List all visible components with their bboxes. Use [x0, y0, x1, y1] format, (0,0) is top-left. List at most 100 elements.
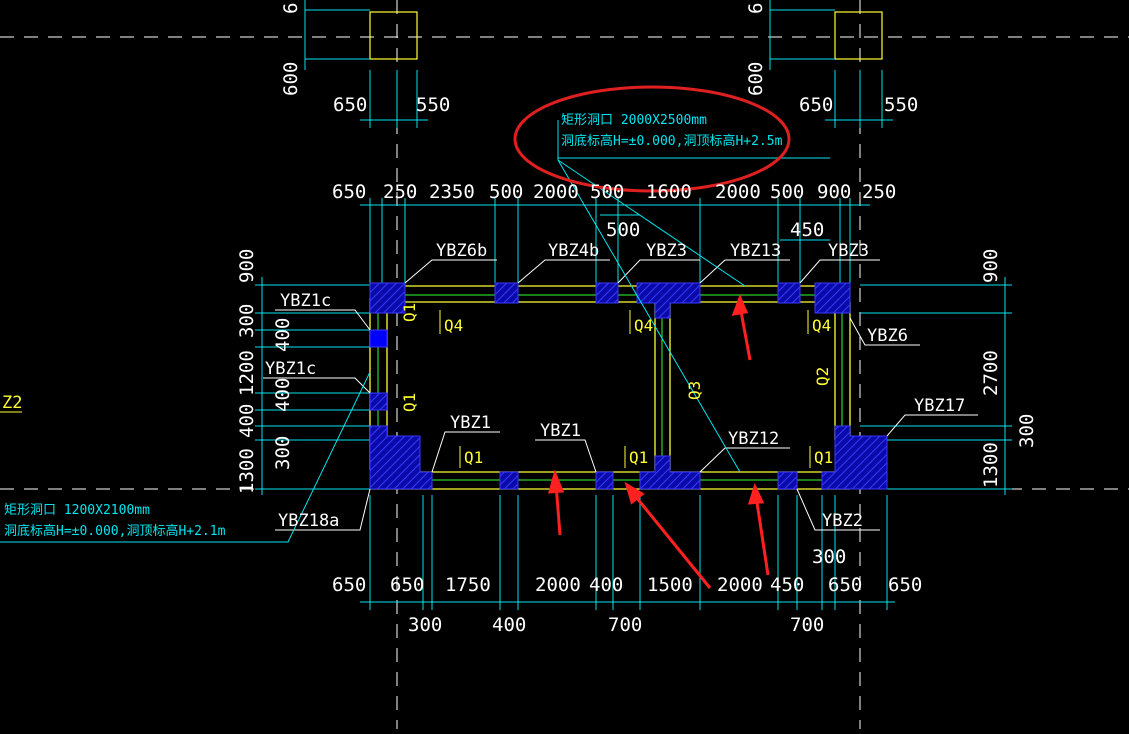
label-ybz13: YBZ13 — [730, 241, 781, 261]
top-dim-2000-a: 2000 — [533, 181, 579, 203]
bottom-dim-650-a: 650 — [332, 574, 366, 596]
annotation-leaders — [0, 120, 830, 543]
wall-label-q4-c: Q4 — [812, 316, 831, 335]
top-sub-dim-500: 500 — [606, 219, 640, 241]
column-ybz6b — [369, 282, 406, 314]
bottom-sub-dim-700-a: 700 — [608, 614, 642, 636]
top-dim-650: 650 — [332, 181, 366, 203]
bottom-dim-2000-b: 2000 — [717, 574, 763, 596]
wall-label-q4-b: Q4 — [634, 316, 653, 335]
top-fragment-left-550: 550 — [416, 94, 450, 116]
right-dim-2700: 2700 — [980, 350, 1002, 396]
left-dim-1300: 1300 — [236, 448, 258, 494]
column-ybz17 — [821, 425, 888, 490]
column-ybz1-b — [595, 471, 614, 490]
bottom-sub-dim-300: 300 — [408, 614, 442, 636]
top-fragment-dim-lines — [304, 0, 893, 128]
opening-top-line1: 矩形洞口 2000X2500mm — [561, 113, 707, 128]
right-dim-300: 300 — [1016, 414, 1038, 448]
top-dim-250-b: 250 — [862, 181, 896, 203]
top-fragment-left-650: 650 — [333, 94, 367, 116]
bottom-sub-dim-400: 400 — [492, 614, 526, 636]
wall-label-q1-bottom-c: Q1 — [814, 448, 833, 467]
column-ybz2 — [777, 471, 798, 490]
top-fragment-right-550: 550 — [884, 94, 918, 116]
wall-lines — [369, 285, 851, 490]
bottom-dim-650-b: 650 — [390, 574, 424, 596]
label-ybz18a: YBZ18a — [278, 511, 339, 531]
top-dim-250: 250 — [383, 181, 417, 203]
top-dim-500-b: 500 — [590, 181, 624, 203]
bottom-dim-650-c: 650 — [828, 574, 862, 596]
left-dim-400-a: 400 — [272, 318, 294, 352]
column-ybz18a — [369, 425, 433, 490]
bottom-dim-450: 450 — [770, 574, 804, 596]
column-ybz3-b — [777, 282, 801, 304]
wall-label-q1-bottom-a: Q1 — [464, 448, 483, 467]
top-fragment-dim-6-right: 6 — [745, 3, 767, 14]
left-dim-400-c: 400 — [236, 404, 258, 438]
left-edge-label: Z2 — [2, 393, 22, 413]
label-ybz6b: YBZ6b — [436, 241, 487, 261]
wall-label-q1-top: Q1 — [400, 303, 419, 322]
label-ybz1-a: YBZ1 — [450, 413, 491, 433]
wall-label-q1-mid: Q1 — [400, 393, 419, 412]
column-ybz13 — [636, 282, 701, 319]
bottom-dim-1500: 1500 — [647, 574, 693, 596]
highlight-ellipse — [513, 85, 791, 193]
column-ybz4b — [494, 282, 519, 304]
column-ybz1c-b — [369, 392, 388, 411]
label-ybz3-a: YBZ3 — [646, 241, 687, 261]
left-dim-300-b: 300 — [272, 436, 294, 470]
label-ybz12: YBZ12 — [728, 429, 779, 449]
label-ybz4b: YBZ4b — [548, 241, 599, 261]
label-ybz2: YBZ2 — [822, 511, 863, 531]
bottom-sub-dim-700-b: 700 — [790, 614, 824, 636]
top-fragment-columns — [369, 11, 883, 60]
left-dim-900: 900 — [236, 249, 258, 283]
columns — [369, 282, 888, 490]
top-fragment-dim-6-left: 6 — [280, 3, 302, 14]
wall-label-q1-bottom-b: Q1 — [629, 448, 648, 467]
column-ybz1c-a — [369, 329, 388, 348]
column-ybz12 — [639, 455, 701, 490]
label-ybz1c-a: YBZ1c — [280, 291, 331, 311]
label-ybz3-b: YBZ3 — [828, 241, 869, 261]
top-dim-900: 900 — [817, 181, 851, 203]
top-sub-dim-450: 450 — [790, 219, 824, 241]
bottom-dim-650-d: 650 — [888, 574, 922, 596]
wall-label-q3: Q3 — [685, 381, 704, 400]
label-ybz1-b: YBZ1 — [540, 421, 581, 441]
bottom-dim-1750: 1750 — [445, 574, 491, 596]
column-ybz6 — [814, 282, 851, 314]
right-dim-900: 900 — [980, 249, 1002, 283]
opening-top-line2: 洞底标高H=±0.000,洞顶标高H+2.5m — [561, 133, 783, 149]
bottom-dim-2000-a: 2000 — [535, 574, 581, 596]
column-ybz1-a — [499, 471, 519, 490]
beam-lines — [377, 294, 850, 481]
opening-left-line1: 矩形洞口 1200X2100mm — [4, 503, 150, 518]
leader-lines — [263, 259, 978, 531]
wall-label-q4-a: Q4 — [444, 316, 463, 335]
top-dim-2000-b: 2000 — [715, 181, 761, 203]
label-ybz6: YBZ6 — [867, 326, 908, 346]
top-fragment-right-650: 650 — [799, 94, 833, 116]
wall-label-q2: Q2 — [813, 367, 832, 386]
label-ybz17: YBZ17 — [914, 396, 965, 416]
column-ybz3-a — [595, 282, 619, 304]
top-fragment-dim-600: 600 — [280, 62, 302, 96]
bottom-dim-400: 400 — [589, 574, 623, 596]
left-dim-300: 300 — [236, 304, 258, 338]
label-ybz1c-b: YBZ1c — [265, 359, 316, 379]
top-dim-2350: 2350 — [429, 181, 475, 203]
top-dim-500-a: 500 — [489, 181, 523, 203]
opening-left-line2: 洞底标高H=±0.000,洞顶标高H+2.1m — [4, 523, 226, 539]
top-fragment-dim-600-right: 600 — [745, 62, 767, 96]
top-dim-500-c: 500 — [770, 181, 804, 203]
left-dim-400-b: 400 — [272, 378, 294, 412]
red-arrows — [547, 293, 770, 589]
dimension-lines — [255, 198, 1012, 610]
